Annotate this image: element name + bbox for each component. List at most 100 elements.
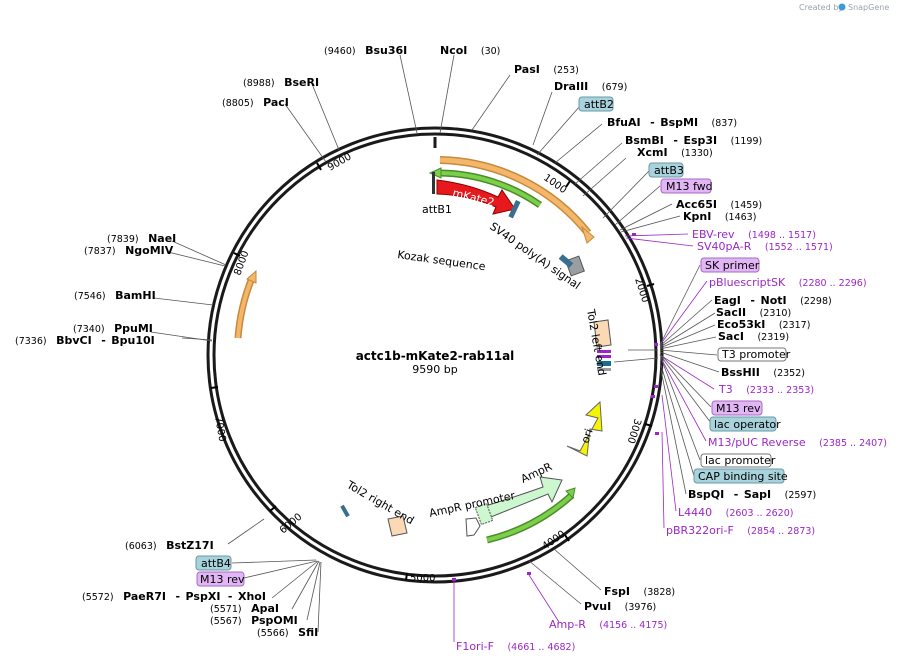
ori-label: ori bbox=[579, 427, 596, 445]
feature-t3: T3 (2333 .. 2353) bbox=[718, 383, 814, 396]
enzyme-bsmbi-pos: (1199) bbox=[731, 136, 763, 147]
enzyme-bsu36i: (9460) Bsu36I bbox=[324, 44, 407, 57]
ori-feature: ori bbox=[566, 400, 603, 457]
enzyme-eco53ki-pos: (2317) bbox=[779, 320, 811, 331]
enzyme-pspomi-name: PspOMI bbox=[251, 614, 298, 627]
enzyme-pvui: PvuI (3976) bbox=[584, 600, 656, 613]
enzyme-ngomiv: (7837) NgoMIV bbox=[84, 244, 174, 257]
enzyme-bsmbi-name2-prefix: - bbox=[673, 134, 678, 147]
enzyme-apai-pos: (5571) bbox=[210, 604, 242, 615]
feature-ebv-rev: EBV-rev (1498 .. 1517) bbox=[692, 228, 816, 241]
enzyme-bsu36i-name: Bsu36I bbox=[365, 44, 407, 57]
green-feature-arrow-icon bbox=[428, 167, 442, 179]
ori-shape bbox=[566, 400, 603, 457]
box-cap-site-bg bbox=[693, 468, 785, 484]
box-attb4-label: attB4 bbox=[201, 557, 231, 570]
orange-feature-arrow-icon bbox=[581, 225, 595, 244]
enzyme-bstz17i-name: BstZ17I bbox=[166, 539, 214, 552]
feature-ampr-pos: (4156 .. 4175) bbox=[599, 620, 667, 631]
enzyme-xcmi-pos: (1330) bbox=[681, 148, 713, 159]
feature-f1ori: F1ori-F (4661 .. 4682) bbox=[456, 640, 575, 653]
box-cap-site-label: CAP binding site bbox=[698, 470, 788, 483]
enzyme-saci: SacI (2319) bbox=[718, 330, 789, 343]
sv40-label: SV40 poly(A) signal bbox=[487, 220, 582, 292]
enzyme-sfii-pos: (5566) bbox=[257, 628, 289, 639]
enzyme-draiii: DraIII (679) bbox=[554, 80, 627, 93]
enzyme-bfuai-name: BfuAI bbox=[607, 116, 641, 129]
enzyme-bspqi-pos: (2597) bbox=[785, 490, 817, 501]
tol2-right-feature: Tol2 right end bbox=[340, 478, 416, 537]
enzyme-acc65i: Acc65I (1459) bbox=[676, 198, 762, 211]
tick-3000-mark bbox=[644, 423, 653, 427]
green-feature-bottom-arrow-icon bbox=[565, 487, 576, 500]
box-m13rev2-bg bbox=[196, 571, 245, 587]
enzyme-bfuai-name2: BspMI bbox=[660, 116, 698, 129]
box-attb3-label: attB3 bbox=[654, 164, 684, 177]
enzyme-naei: (7839) NaeI bbox=[107, 232, 176, 245]
tol2-left-stripe-1 bbox=[597, 350, 611, 353]
feature-pbr322: pBR322ori-F (2854 .. 2873) bbox=[666, 524, 815, 537]
enzyme-paer7i-name3: XhoI bbox=[238, 590, 266, 603]
enzyme-xcmi-name: XcmI bbox=[637, 146, 668, 159]
enzyme-saci-pos: (2319) bbox=[757, 332, 789, 343]
tol2-left-stripe-4 bbox=[597, 368, 611, 371]
feature-pbluescriptsk: pBluescriptSK (2280 .. 2296) bbox=[709, 276, 867, 289]
feature-arcs bbox=[234, 156, 595, 544]
bottom-enzyme-leaders bbox=[527, 548, 602, 605]
enzyme-pspomi-pos: (5567) bbox=[210, 616, 242, 627]
site-marker-6 bbox=[527, 572, 531, 575]
enzyme-eco53ki: Eco53kI (2317) bbox=[717, 318, 810, 331]
green-feature-arc bbox=[439, 171, 542, 207]
enzyme-ncoi-pos: (30) bbox=[481, 46, 501, 57]
feature-leaders bbox=[453, 233, 715, 642]
box-m13fwd-label: M13 fwd bbox=[666, 180, 713, 193]
attb1-marker bbox=[432, 172, 435, 194]
feature-pbluescriptsk-name: pBluescriptSK bbox=[709, 276, 786, 289]
box-lac-promoter: lac promoter bbox=[700, 453, 776, 468]
site-marker-4 bbox=[655, 432, 659, 435]
box-lac-promoter-bg bbox=[700, 453, 772, 468]
enzyme-bseri-pos: (8988) bbox=[243, 78, 275, 89]
box-m13rev: M13 rev bbox=[711, 400, 763, 416]
box-m13rev2: M13 rev bbox=[196, 571, 245, 587]
box-m13fwd-bg bbox=[660, 178, 712, 194]
enzyme-pvui-name: PvuI bbox=[584, 600, 611, 613]
enzyme-bspqi: BspQI - SapI (2597) bbox=[688, 488, 816, 501]
snapgene-logo-icon bbox=[838, 3, 846, 11]
enzyme-bfuai: BfuAI - BspMI (837) bbox=[607, 116, 737, 129]
tol2-right-label: Tol2 right end bbox=[344, 478, 416, 527]
box-m13fwd: M13 fwd bbox=[660, 178, 713, 194]
box-m13rev2-label: M13 rev bbox=[200, 573, 245, 586]
enzyme-bamhi: (7546) BamHI bbox=[74, 289, 156, 302]
sv40-elements bbox=[558, 254, 585, 277]
box-attb4-bg bbox=[195, 555, 232, 571]
feature-m13puc-name: M13/pUC Reverse bbox=[708, 436, 806, 449]
enzyme-eagi-name2: NotI bbox=[760, 294, 786, 307]
enzyme-bamhi-name: BamHI bbox=[115, 289, 156, 302]
enzyme-draiii-name: DraIII bbox=[554, 80, 588, 93]
enzyme-bamhi-pos: (7546) bbox=[74, 291, 106, 302]
tick-5000-mark bbox=[405, 572, 408, 581]
feature-ampr-name: Amp-R bbox=[549, 618, 586, 631]
site-markers bbox=[452, 233, 659, 581]
enzyme-draiii-pos: (679) bbox=[602, 82, 628, 93]
feature-m13puc: M13/pUC Reverse (2385 .. 2407) bbox=[708, 436, 887, 449]
ampr-promoter-arrow-icon bbox=[465, 517, 481, 537]
box-sk-primer: SK primer bbox=[700, 257, 760, 273]
plasmid-name: actc1b-mKate2-rab11al bbox=[356, 349, 515, 363]
tol2-right-marker bbox=[340, 504, 350, 518]
enzyme-paer7i-name2: PspXI bbox=[186, 590, 221, 603]
feature-t3-pos: (2333 .. 2353) bbox=[746, 385, 814, 396]
orange-feature-arc bbox=[439, 157, 590, 235]
enzyme-pasi-pos: (253) bbox=[553, 65, 579, 76]
enzyme-fspi-pos: (3828) bbox=[644, 587, 676, 598]
ampr-promoter-box bbox=[474, 502, 494, 526]
enzyme-bsshii-name: BssHII bbox=[721, 366, 760, 379]
enzyme-bsshii: BssHII (2352) bbox=[721, 366, 805, 379]
enzyme-apai: (5571) ApaI bbox=[210, 602, 279, 615]
feature-l4440-name: L4440 bbox=[678, 506, 712, 519]
enzyme-eco53ki-name: Eco53kI bbox=[717, 318, 765, 331]
enzyme-ppumi-name: PpuMI bbox=[114, 322, 153, 335]
box-attb3: attB3 bbox=[648, 162, 684, 178]
feature-pbluescriptsk-pos: (2280 .. 2296) bbox=[799, 278, 867, 289]
